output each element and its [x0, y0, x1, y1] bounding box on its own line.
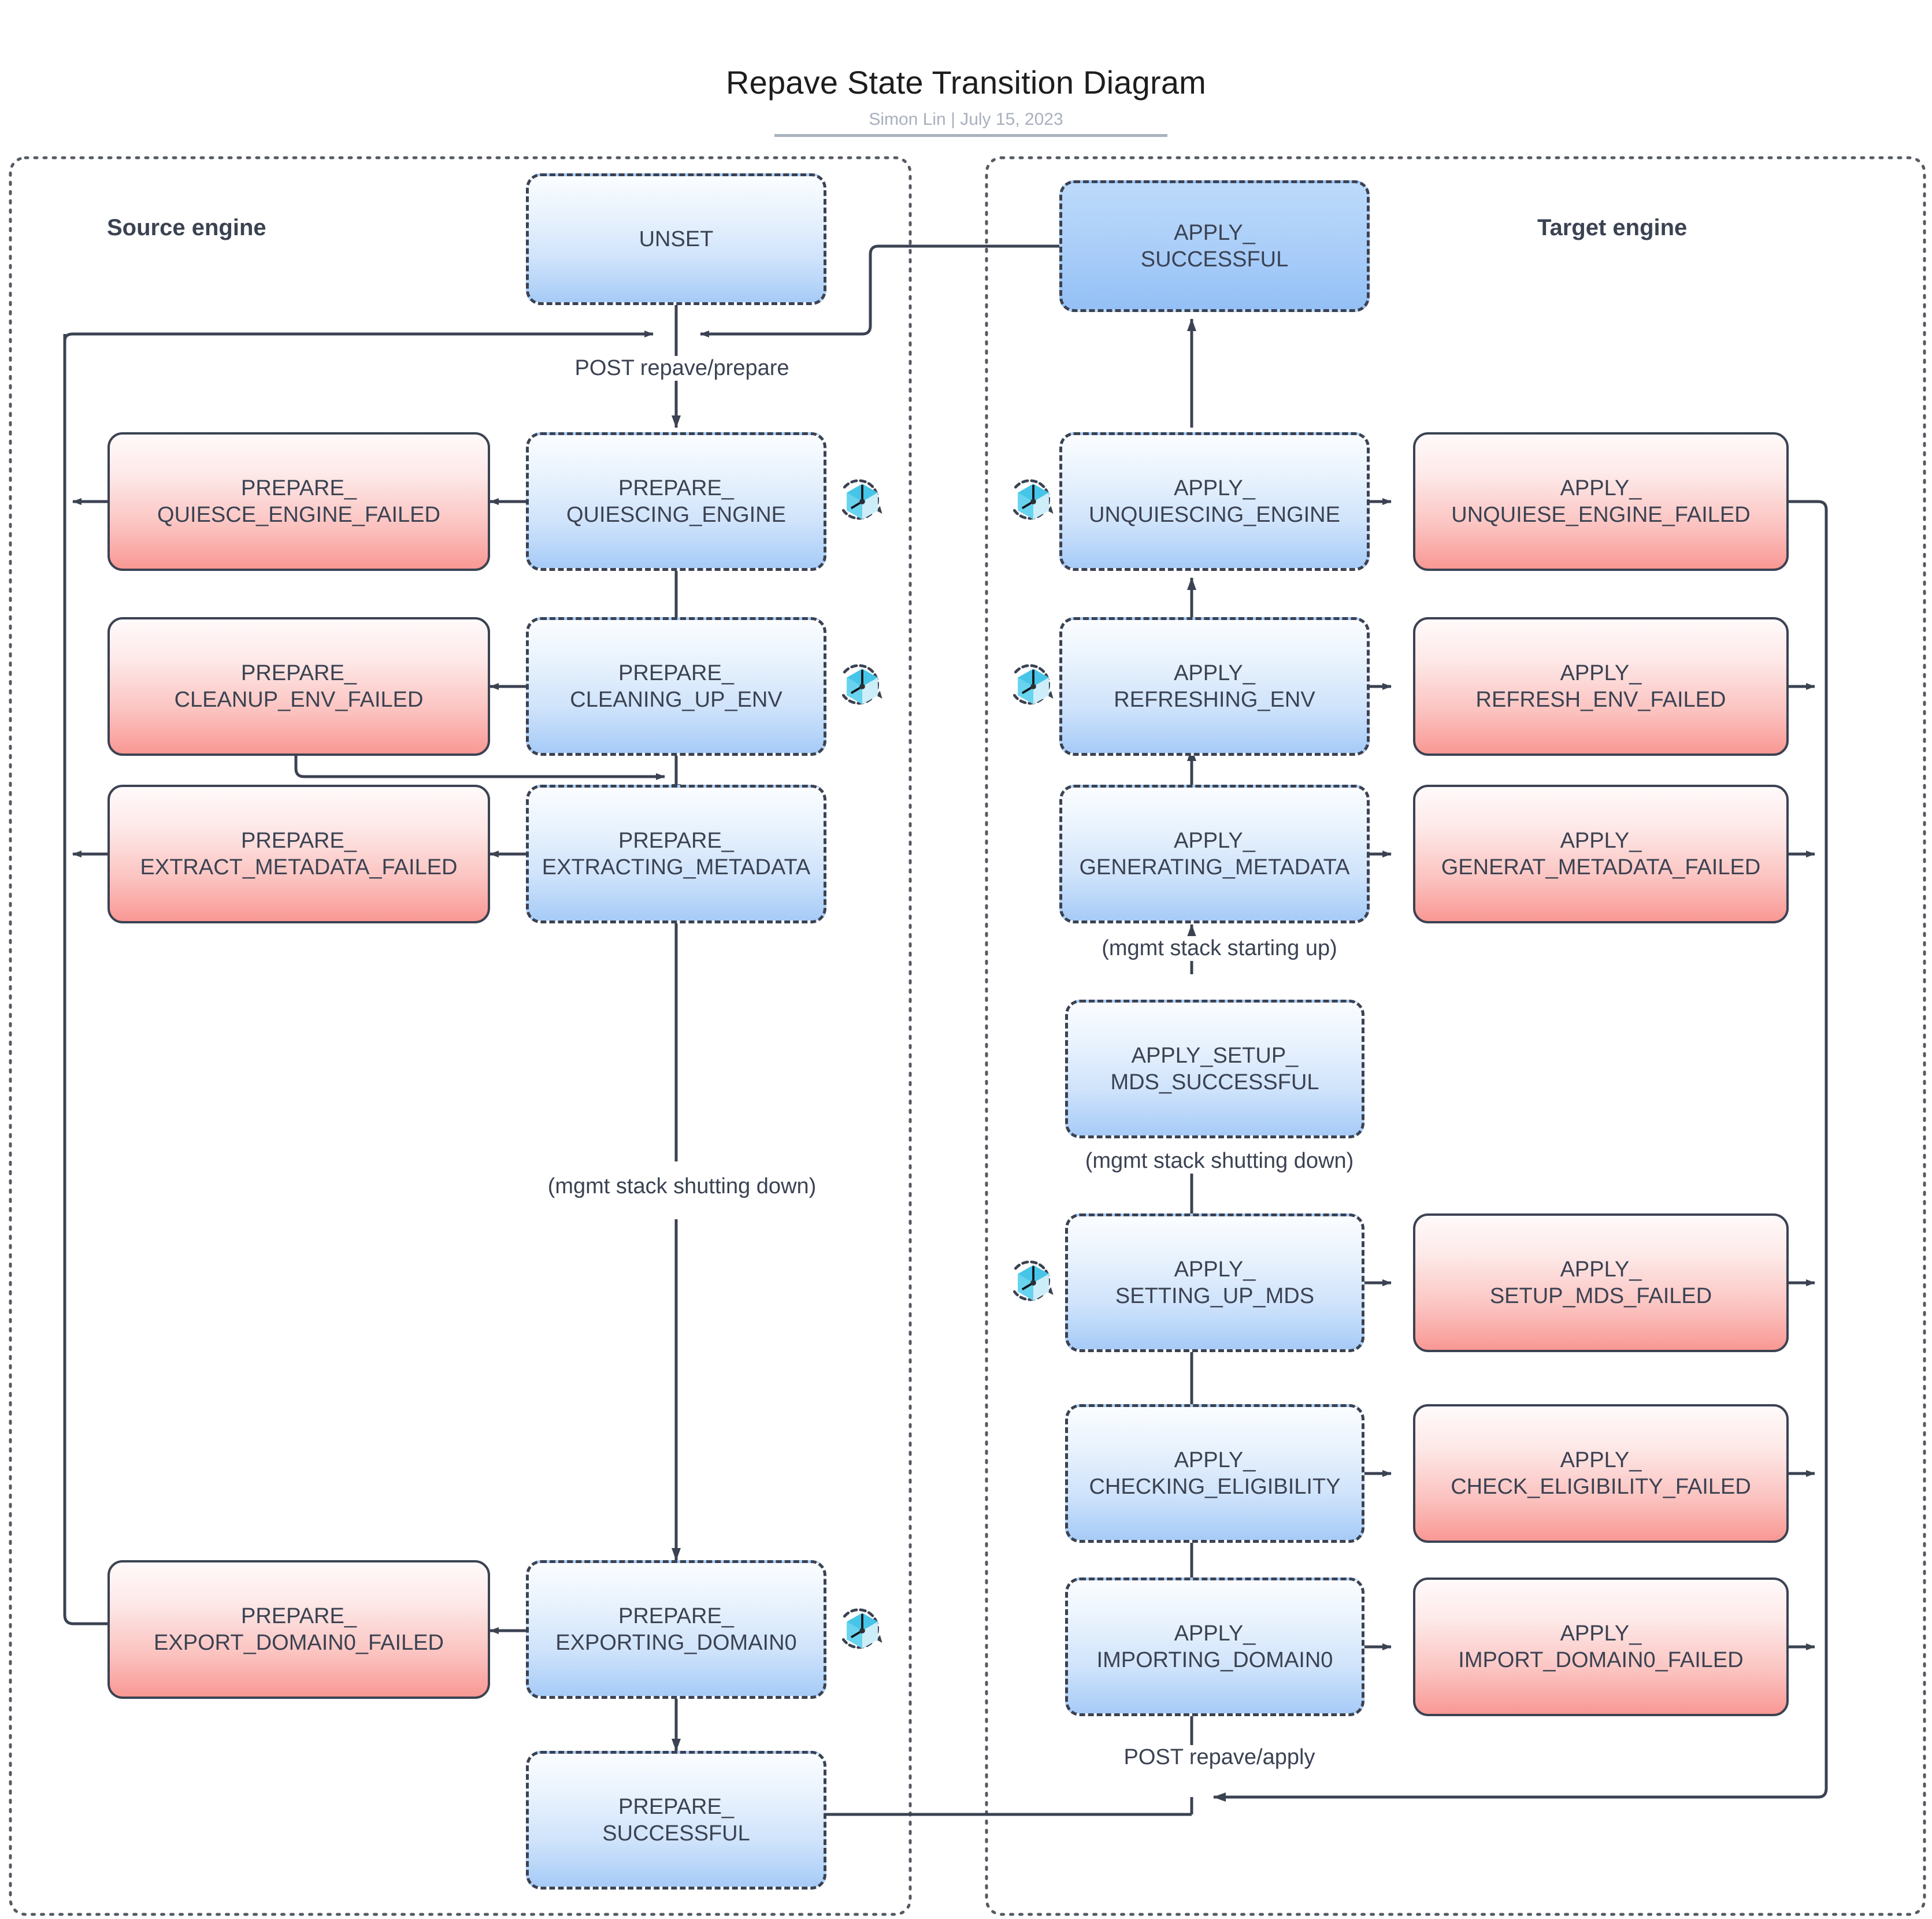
- retry-timer-icon: [835, 659, 890, 714]
- state-prepare-successful[interactable]: PREPARE_ SUCCESSFUL: [526, 1751, 826, 1890]
- state-apply-check-eligibility-failed[interactable]: APPLY_ CHECK_ELIGIBILITY_FAILED: [1413, 1404, 1789, 1543]
- source-engine-panel: [9, 156, 912, 1916]
- edge-label-mgmt-starting-up: (mgmt stack starting up): [1046, 936, 1393, 961]
- target-engine-title: Target engine: [1537, 215, 1688, 240]
- state-apply-generat-metadata-failed[interactable]: APPLY_ GENERAT_METADATA_FAILED: [1413, 785, 1789, 923]
- retry-timer-icon: [835, 1603, 890, 1658]
- state-prepare-export-domain0-failed[interactable]: PREPARE_ EXPORT_DOMAIN0_FAILED: [107, 1560, 490, 1699]
- state-prepare-extract-metadata-failed[interactable]: PREPARE_ EXTRACT_METADATA_FAILED: [107, 785, 490, 923]
- state-prepare-extracting-metadata[interactable]: PREPARE_ EXTRACTING_METADATA: [526, 785, 826, 923]
- state-apply-setting-up-mds[interactable]: APPLY_ SETTING_UP_MDS: [1065, 1213, 1364, 1352]
- state-apply-unquiescing-engine[interactable]: APPLY_ UNQUIESCING_ENGINE: [1059, 432, 1370, 571]
- page-title: Repave State Transition Diagram: [725, 64, 1207, 101]
- state-apply-successful[interactable]: APPLY_ SUCCESSFUL: [1059, 180, 1370, 312]
- left-return-rail: [63, 334, 107, 1625]
- page-subtitle: Simon Lin | July 15, 2023: [869, 110, 1063, 129]
- edge-label-mgmt-shutting-down-source: (mgmt stack shutting down): [509, 1174, 855, 1199]
- edge-cleanup-failed-to-extracting: [294, 754, 665, 780]
- state-unset[interactable]: UNSET: [526, 173, 826, 305]
- state-apply-refreshing-env[interactable]: APPLY_ REFRESHING_ENV: [1059, 617, 1370, 756]
- title-divider: [774, 134, 1167, 137]
- state-prepare-quiesce-engine-failed[interactable]: PREPARE_ QUIESCE_ENGINE_FAILED: [107, 432, 490, 571]
- target-engine-panel: [985, 156, 1926, 1916]
- state-prepare-cleaning-up-env[interactable]: PREPARE_ CLEANING_UP_ENV: [526, 617, 826, 756]
- state-prepare-cleanup-env-failed[interactable]: PREPARE_ CLEANUP_ENV_FAILED: [107, 617, 490, 756]
- state-apply-refresh-env-failed[interactable]: APPLY_ REFRESH_ENV_FAILED: [1413, 617, 1789, 756]
- edge-label-mgmt-shutting-down-target: (mgmt stack shutting down): [1040, 1149, 1399, 1174]
- edge-label-post-repave-apply: POST repave/apply: [1081, 1745, 1358, 1770]
- state-prepare-quiescing-engine[interactable]: PREPARE_ QUIESCING_ENGINE: [526, 432, 826, 571]
- edge-applyok-to-merge: [700, 244, 1059, 337]
- edge-leftrail-to-merge: [63, 331, 654, 347]
- retry-timer-icon: [1006, 1255, 1061, 1311]
- state-apply-importing-domain0[interactable]: APPLY_ IMPORTING_DOMAIN0: [1065, 1577, 1364, 1716]
- retry-timer-icon: [835, 474, 890, 529]
- edge-unquiese-failed-to-rightrail: [1213, 500, 1828, 1802]
- state-apply-unquiese-engine-failed[interactable]: APPLY_ UNQUIESE_ENGINE_FAILED: [1413, 432, 1789, 571]
- state-apply-generating-metadata[interactable]: APPLY_ GENERATING_METADATA: [1059, 785, 1370, 923]
- state-apply-import-domain0-failed[interactable]: APPLY_ IMPORT_DOMAIN0_FAILED: [1413, 1577, 1789, 1716]
- edge-label-post-repave-prepare: POST repave/prepare: [543, 356, 821, 381]
- state-prepare-exporting-domain0[interactable]: PREPARE_ EXPORTING_DOMAIN0: [526, 1560, 826, 1699]
- state-apply-checking-eligibility[interactable]: APPLY_ CHECKING_ELIGIBILITY: [1065, 1404, 1364, 1543]
- state-apply-setup-mds-failed[interactable]: APPLY_ SETUP_MDS_FAILED: [1413, 1213, 1789, 1352]
- retry-timer-icon: [1006, 474, 1061, 529]
- state-apply-setup-mds-successful[interactable]: APPLY_SETUP_ MDS_SUCCESSFUL: [1065, 1000, 1364, 1138]
- retry-timer-icon: [1006, 659, 1061, 714]
- source-engine-title: Source engine: [107, 215, 266, 240]
